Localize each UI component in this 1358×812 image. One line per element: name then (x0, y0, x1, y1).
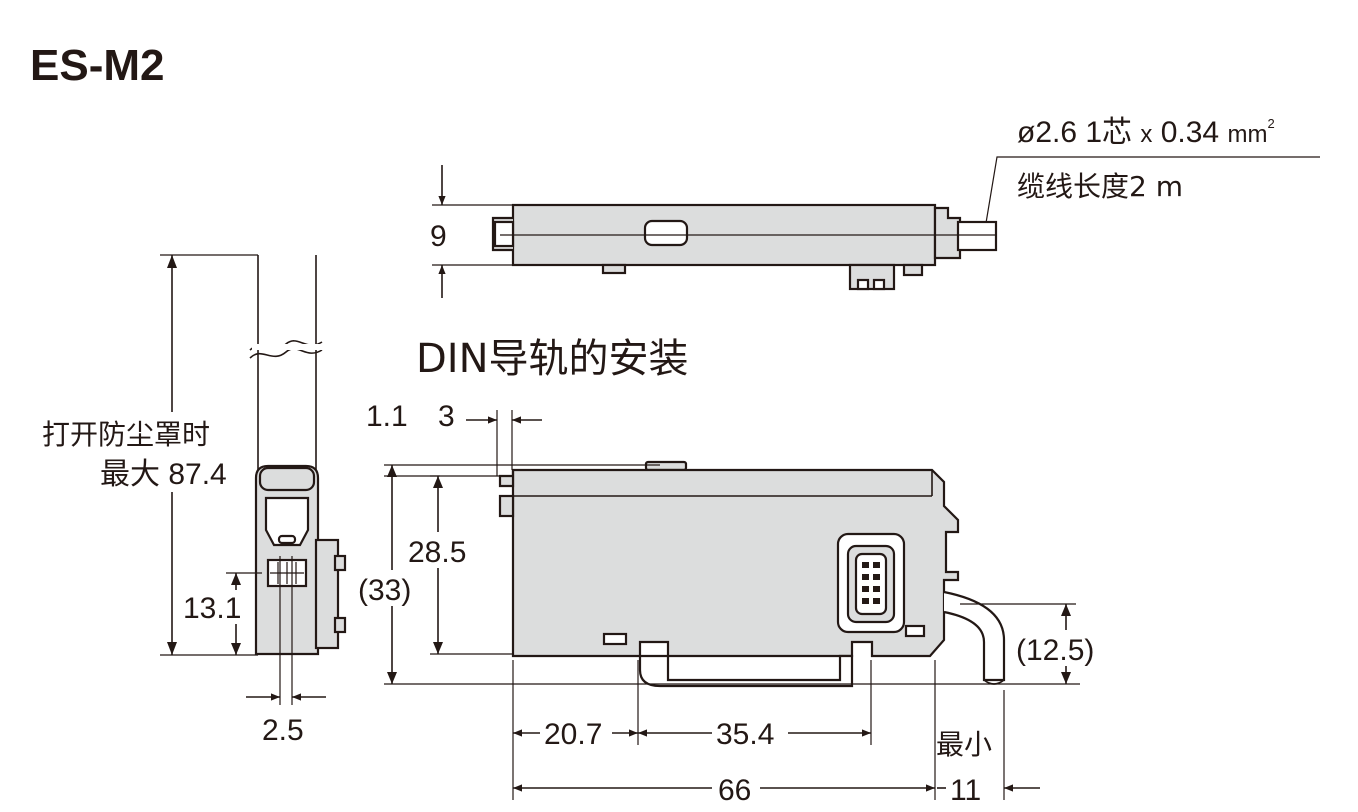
dim-3: 3 (438, 400, 455, 433)
arrowhead (433, 642, 443, 654)
break-symbol-lower (249, 348, 323, 359)
cable-spec-value: 0.34 (1152, 116, 1227, 149)
cable-spec-times: x (1140, 121, 1152, 148)
dim-11: 11 (950, 774, 981, 807)
cable-length-text: 缆线长度2 m (1017, 170, 1183, 203)
arrowhead (167, 255, 177, 268)
top-view-foot-left (601, 263, 627, 275)
dim-12-5: (12.5) (1016, 634, 1094, 667)
side-view-latch-slot (277, 534, 297, 545)
din-view-connector-pins (854, 552, 888, 616)
cable-spec-sup: 2 (1267, 116, 1274, 131)
top-view-cable-boot (933, 206, 962, 260)
top-view-connector (848, 263, 896, 291)
dim-33: (33) (358, 574, 411, 607)
din-view-vent-left (602, 632, 628, 646)
min-label: 最小 (936, 728, 992, 761)
side-view-connector-tab (333, 554, 347, 572)
model-title: ES-M2 (30, 41, 164, 90)
din-rail-mounting-title: DIN导轨的安装 (416, 336, 689, 382)
cable-spec-unit: mm (1227, 121, 1267, 148)
din-rail-view: 1.1 3 28.5 (33) (12.5) 20.7 (356, 400, 1106, 807)
label-backdrop (405, 532, 477, 568)
top-view: 9 (430, 165, 998, 298)
dim-28-5: 28.5 (408, 536, 466, 569)
cable-spec-prefix: ø2.6 1芯 (1017, 116, 1140, 149)
dim-9: 9 (430, 220, 447, 253)
side-view-cover-hinge (258, 466, 316, 492)
arrowhead (1061, 672, 1071, 684)
label-backdrop (1014, 630, 1106, 666)
cable-spec-text: ø2.6 1芯 x 0.34 mm2 (1017, 116, 1275, 149)
break-gap (252, 344, 322, 350)
din-view-vent-right (904, 624, 926, 638)
din-rail (638, 654, 854, 688)
arrowhead (387, 672, 397, 684)
open-cover-max-label: 最大 87.4 (100, 458, 227, 491)
dim-2-5: 2.5 (262, 714, 304, 747)
din-view-cable (943, 590, 1006, 682)
side-view-connector-tab (333, 616, 347, 634)
arrowhead (167, 642, 177, 655)
side-view-connector (314, 538, 340, 650)
label-backdrop (180, 590, 242, 624)
cable-spec-callout: ø2.6 1芯 x 0.34 mm2 缆线长度2 m (985, 116, 1320, 224)
din-view-top-cover (644, 460, 688, 472)
side-view: 打开防尘罩时 最大 87.4 13.1 2.5 (42, 254, 347, 747)
label-backdrop (95, 412, 247, 492)
dim-35-4: 35.4 (716, 718, 774, 751)
dim-1-1: 1.1 (366, 400, 408, 433)
dim-66: 66 (718, 774, 751, 807)
arrowhead (231, 643, 241, 655)
arrowhead (1061, 604, 1071, 616)
open-cover-label: 打开防尘罩时 (42, 418, 210, 451)
cable-leader-line (985, 156, 1010, 224)
arrowhead (231, 573, 241, 585)
side-view-cover-latch (264, 496, 310, 547)
label-backdrop (356, 570, 422, 606)
top-view-left-notch (493, 220, 515, 248)
din-view-left-clip (498, 494, 515, 518)
arrowhead (433, 476, 443, 488)
top-view-window (643, 219, 689, 247)
connector-pins (862, 562, 880, 604)
top-view-connector-pin (872, 278, 886, 291)
top-view-cable (956, 220, 998, 252)
din-view-left-hook (498, 470, 515, 488)
top-view-foot-right (902, 263, 924, 277)
dim-13-1: 13.1 (183, 592, 241, 625)
arrowhead (387, 465, 397, 477)
top-view-connector-pin (856, 278, 870, 291)
dim-20-7: 20.7 (544, 718, 602, 751)
